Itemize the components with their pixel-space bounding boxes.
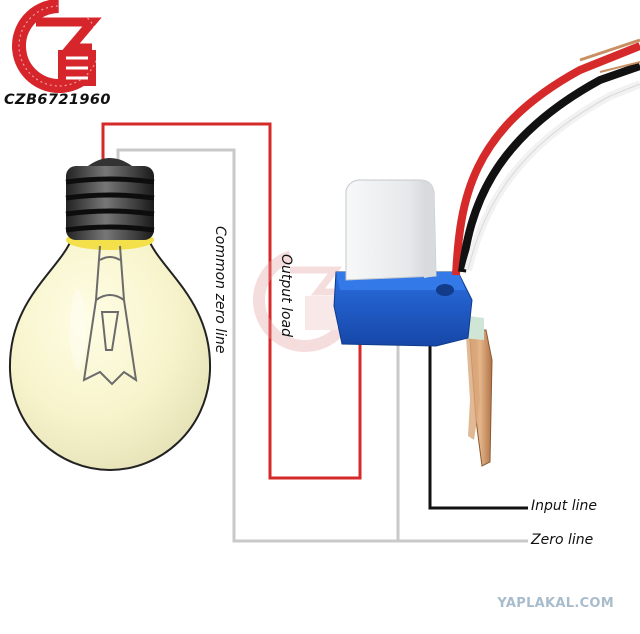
common-zero-line-label: Common zero line (212, 226, 228, 354)
light-bulb-icon (8, 158, 212, 472)
photocell-switch-icon (333, 179, 493, 467)
zero-line-wire (396, 345, 528, 543)
zero-line-label: Zero line (531, 532, 594, 548)
output-load-wire (101, 122, 362, 480)
site-watermark: YAPLAKAL.COM (497, 596, 614, 611)
output-load-label: Output load (278, 254, 294, 338)
input-line-wire (428, 340, 528, 510)
input-line-label: Input line (531, 498, 597, 514)
common-zero-wire (116, 148, 400, 543)
czb-logo-icon (12, 0, 106, 93)
brand-code: CZB6721960 (4, 92, 111, 108)
cable-bundle-icon (452, 38, 640, 276)
